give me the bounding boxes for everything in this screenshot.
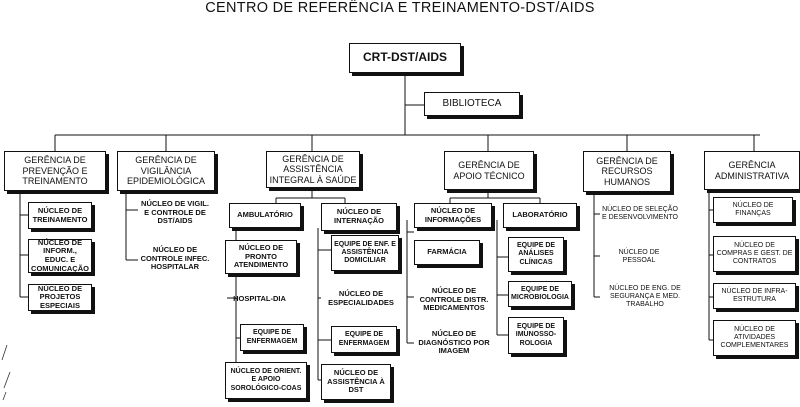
unit-medication-distribution: NÚCLEO DE CONTROLE DISTR. MEDICAMENTOS bbox=[419, 286, 489, 313]
unit-safety-engineering: NÚCLEO DE ENG. DE SEGURANÇA E MED. TRABA… bbox=[609, 284, 681, 309]
library-node: BIBLIOTECA bbox=[424, 92, 520, 116]
unit-std-care: NÚCLEO DE ASSISTÊNCIA À DST bbox=[321, 364, 391, 400]
team-nursing-right: EQUIPE DE ENFERMAGEM bbox=[331, 326, 397, 353]
unit-emergency-care: NÚCLEO DE PRONTO ATENDIMENTO bbox=[225, 240, 297, 274]
team-clinical-analysis: EQUIPE DE ANÁLISES CLÍNICAS bbox=[508, 237, 564, 272]
unit-special-projects: NÚCLEO DE PROJETOS ESPECIAIS bbox=[28, 284, 92, 311]
dept-prevention-training: GERÊNCIA DE PREVENÇÃO E TREINAMENTO bbox=[4, 151, 106, 191]
team-home-care: EQUIPE DE ENF. E ASSISTÊNCIA DOMICILIAR bbox=[331, 235, 399, 271]
unit-laboratory: LABORATÓRIO bbox=[503, 203, 577, 228]
unit-finance: NÚCLEO DE FINANÇAS bbox=[713, 197, 793, 223]
dept-integral-health-care: GERÊNCIA DE ASSISTÊNCIA INTEGRAL À SAÚDE bbox=[266, 151, 360, 188]
unit-serological-support: NÚCLEO DE ORIENT. E APOIO SOROLÓGICO-COA… bbox=[225, 362, 307, 399]
team-microbiology: EQUIPE DE MICROBIOLOGIA bbox=[508, 281, 572, 307]
unit-pharmacy: FARMÁCIA bbox=[414, 240, 480, 265]
unit-outpatient: AMBULATÓRIO bbox=[229, 203, 301, 228]
dept-epidemiological-surveillance: GERÊNCIA DE VIGILÂNCIA EPIDEMIOLÓGICA bbox=[117, 151, 215, 191]
unit-std-aids-surveillance: NÚCLEO DE VIGIL. E CONTROLE DE DST/AIDS bbox=[141, 199, 209, 226]
unit-complementary-activities: NÚCLEO DE ATIVIDADES COMPLEMENTARES bbox=[713, 320, 796, 356]
unit-day-hospital: HOSPITAL-DIA bbox=[233, 293, 286, 303]
unit-specialties: NÚCLEO DE ESPECIALIDADES bbox=[328, 289, 394, 307]
unit-inpatient: NÚCLEO DE INTERNAÇÃO bbox=[321, 203, 397, 231]
unit-personnel: NÚCLEO DE PESSOAL bbox=[618, 248, 660, 264]
unit-selection-development: NÚCLEO DE SELEÇÃO E DESENVOLVIMENTO bbox=[602, 205, 678, 221]
dept-administrative: GERÊNCIA ADMINISTRATIVA bbox=[704, 151, 800, 190]
dept-technical-support: GERÊNCIA DE APOIO TÉCNICO bbox=[444, 151, 534, 190]
unit-purchasing-contracts: NÚCLEO DE COMPRAS E GEST. DE CONTRATOS bbox=[713, 236, 796, 272]
team-nursing-left: EQUIPE DE ENFERMAGEM bbox=[240, 324, 304, 351]
unit-hospital-infection-control: NÚCLEO DE CONTROLE INFEC. HOSPITALAR bbox=[140, 245, 210, 272]
unit-infrastructure: NÚCLEO DE INFRA-ESTRUTURA bbox=[713, 283, 796, 309]
root-node: CRT-DST/AIDS bbox=[349, 43, 461, 73]
unit-information: NÚCLEO DE INFORMAÇÕES bbox=[414, 203, 492, 228]
team-immunoserology: EQUIPE DE IMUNOSSO-ROLOGIA bbox=[508, 317, 564, 354]
page-title: CENTRO DE REFERÊNCIA E TREINAMENTO-DST/A… bbox=[205, 0, 595, 16]
unit-training: NÚCLEO DE TREINAMENTO bbox=[28, 202, 92, 229]
unit-imaging-diagnosis: NÚCLEO DE DIAGNÓSTICO POR IMAGEM bbox=[418, 329, 490, 356]
unit-information-education: NÚCLEO DE INFORM., EDUC. E COMUNICAÇÃO bbox=[28, 238, 92, 273]
dept-human-resources: GERÊNCIA DE RECURSOS HUMANOS bbox=[583, 151, 671, 192]
